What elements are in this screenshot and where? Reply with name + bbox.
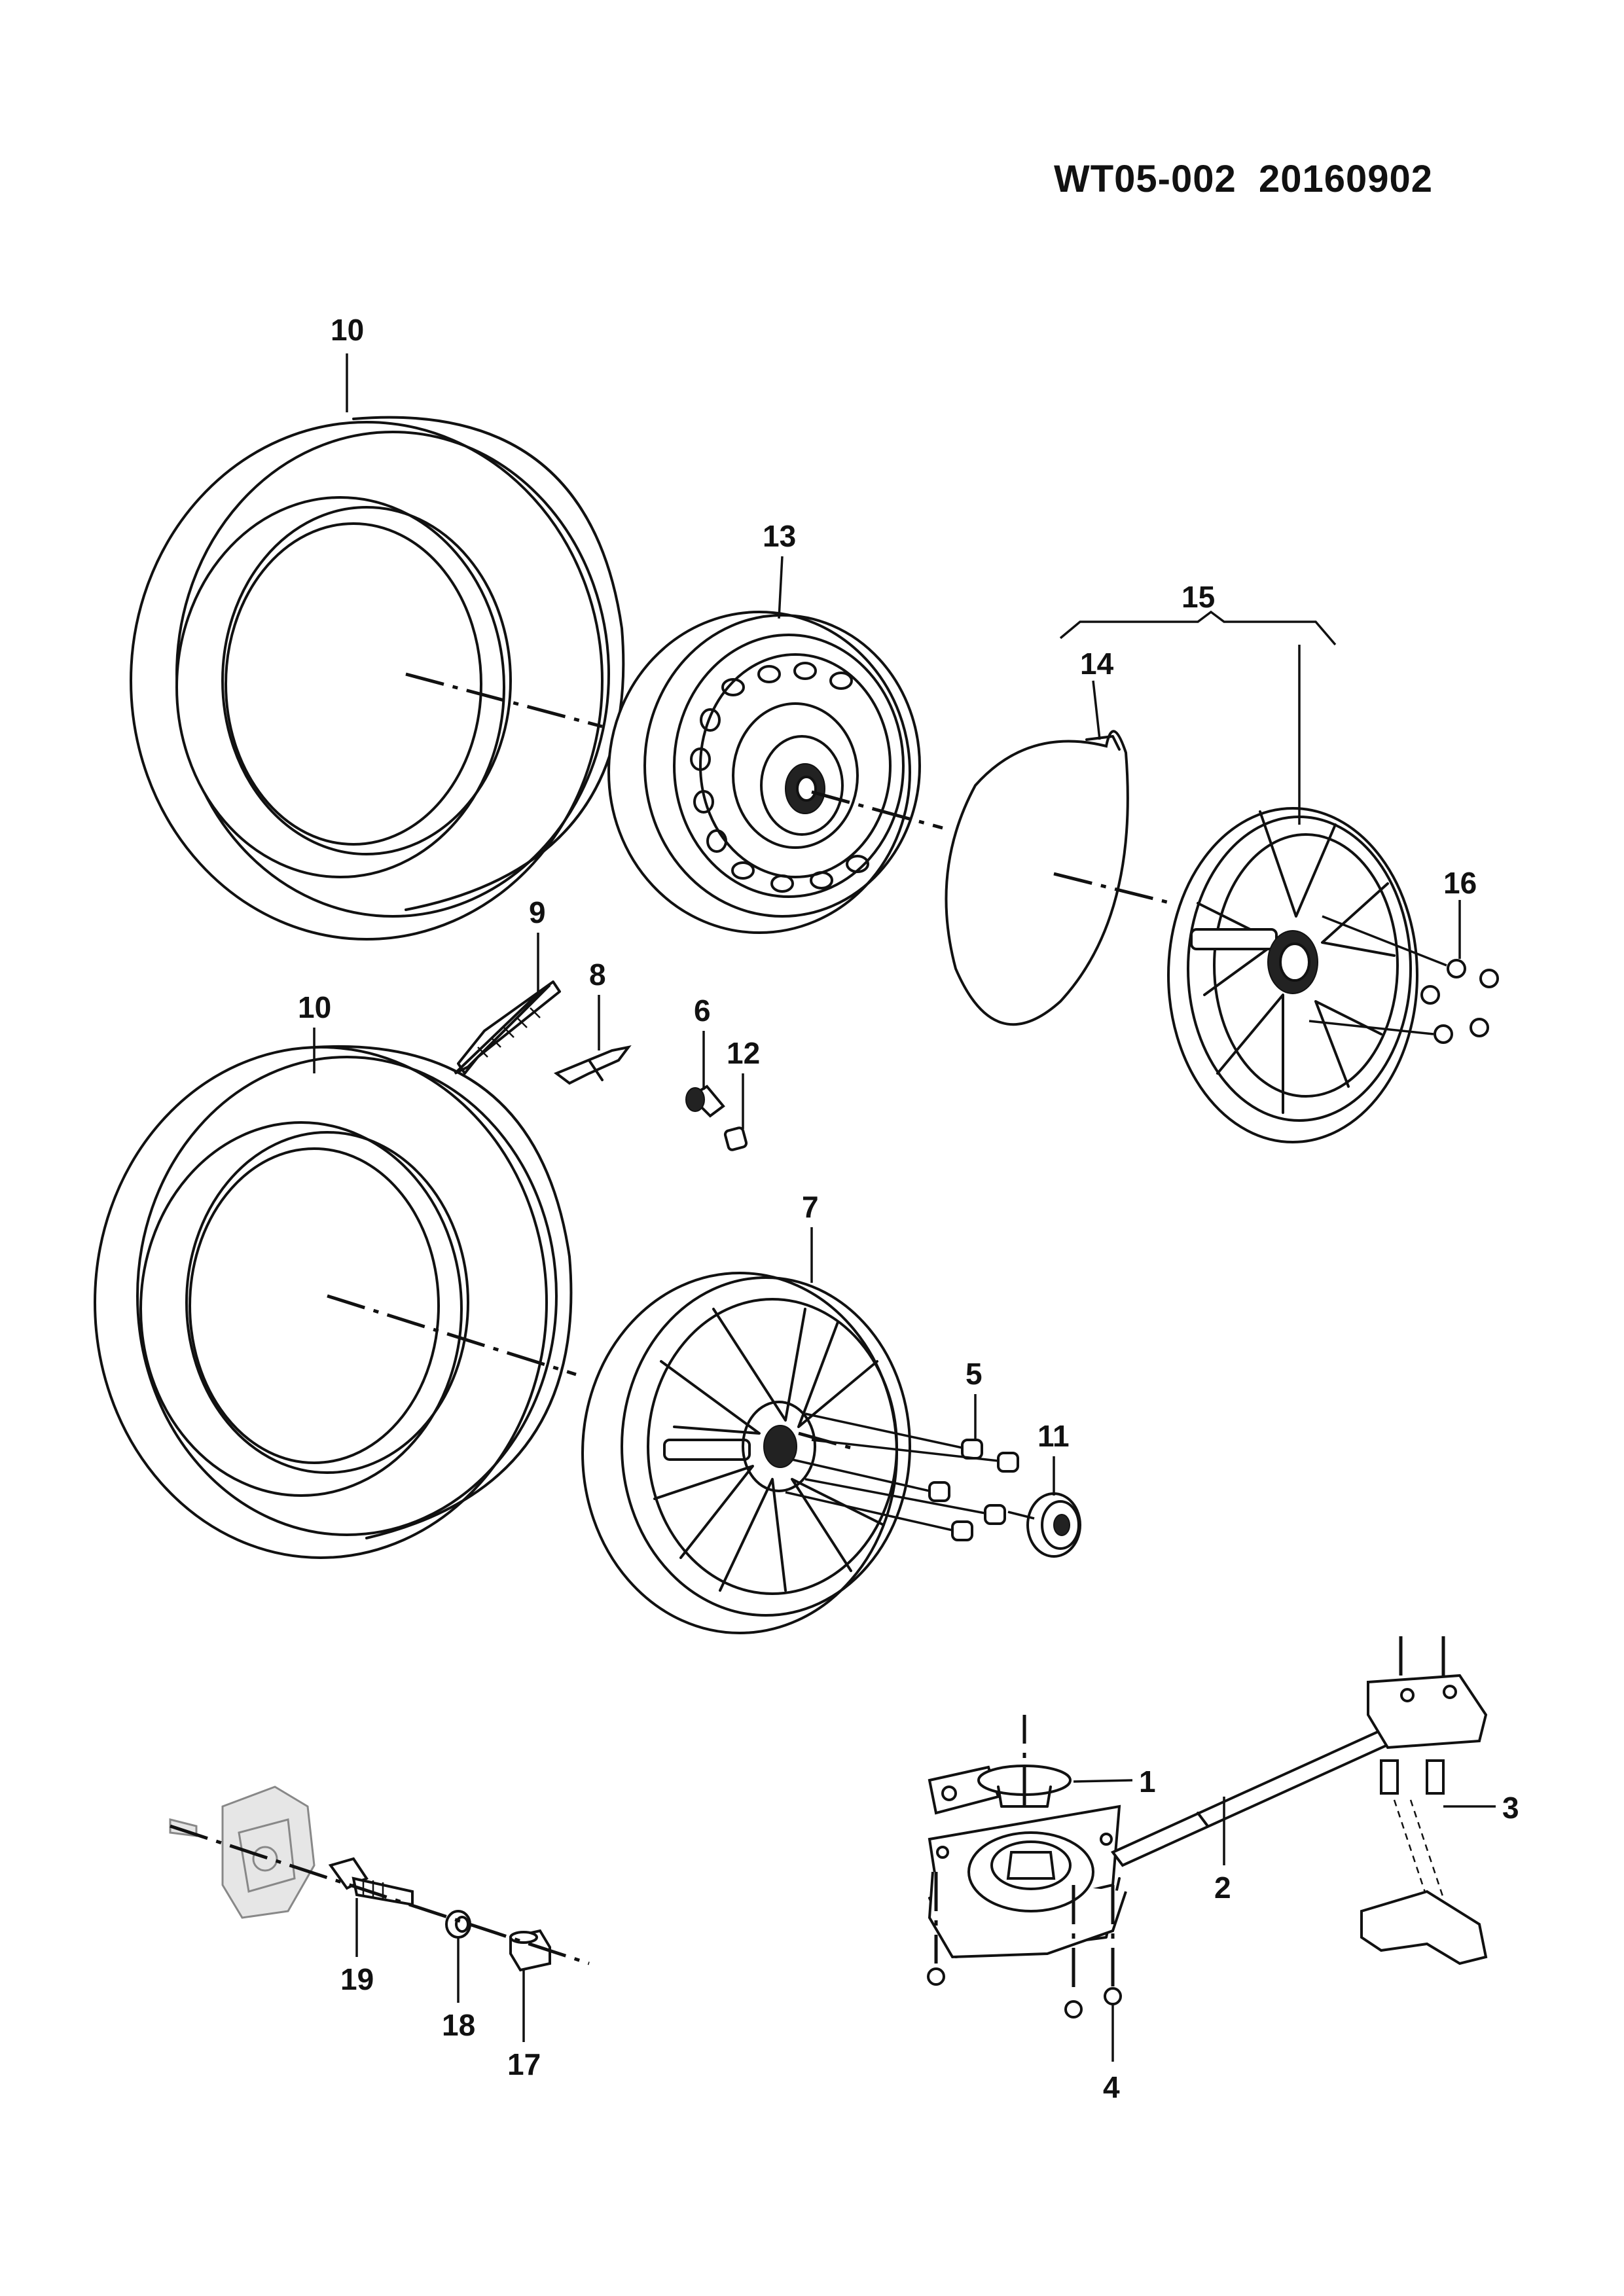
callout-15: 15 <box>1182 580 1215 614</box>
callout-1: 1 <box>1139 1765 1156 1799</box>
callout-6: 6 <box>694 994 711 1028</box>
callout-7: 7 <box>802 1190 819 1224</box>
callout-11: 11 <box>1038 1419 1070 1453</box>
spare-wheel-carrier <box>927 1674 1488 2018</box>
callout-13: 13 <box>763 519 796 553</box>
hubcap <box>1167 807 1418 1143</box>
tire-upper <box>130 416 625 941</box>
tire-lower <box>94 1045 573 1559</box>
callout-10-upper: 10 <box>331 313 364 347</box>
callout-10-lower: 10 <box>298 990 331 1024</box>
document-id: WT05-002 20160902 <box>1054 158 1434 200</box>
steel-wheel-vent-holes <box>690 662 869 893</box>
tpms-cap <box>509 1929 551 1972</box>
tpms-valve <box>328 1857 414 1907</box>
tpms-sensor <box>169 1785 316 1919</box>
callout-12: 12 <box>727 1036 760 1070</box>
callout-2: 2 <box>1214 1871 1231 1905</box>
callout-14: 14 <box>1080 647 1114 681</box>
callout-5: 5 <box>965 1357 983 1391</box>
callout-17: 17 <box>507 2047 541 2081</box>
callout-labels: 10 13 15 14 16 9 8 10 6 12 7 5 11 1 2 3 … <box>298 313 1519 2104</box>
tpms-seal <box>445 1910 471 1939</box>
balance-weight-clip <box>553 1045 632 1085</box>
callout-8: 8 <box>589 958 606 992</box>
steel-wheel <box>607 611 921 934</box>
callout-18: 18 <box>442 2008 475 2042</box>
callout-19: 19 <box>340 1962 374 1996</box>
valve-stem <box>685 1085 725 1118</box>
valve-cap <box>723 1126 748 1151</box>
wheel-nuts <box>785 1412 1019 1541</box>
callout-9: 9 <box>529 895 546 929</box>
hubcap-ring <box>945 730 1129 1026</box>
center-cap <box>1007 1492 1081 1558</box>
assembly-axis-lines <box>170 672 1445 1996</box>
balance-weight-adhesive <box>454 980 561 1075</box>
callout-16: 16 <box>1443 866 1477 900</box>
leader-lines <box>313 353 1496 2062</box>
callout-3: 3 <box>1502 1791 1519 1825</box>
callout-4: 4 <box>1103 2070 1120 2104</box>
alloy-wheel <box>581 1272 911 1634</box>
hubcap-nuts <box>1308 915 1499 1044</box>
